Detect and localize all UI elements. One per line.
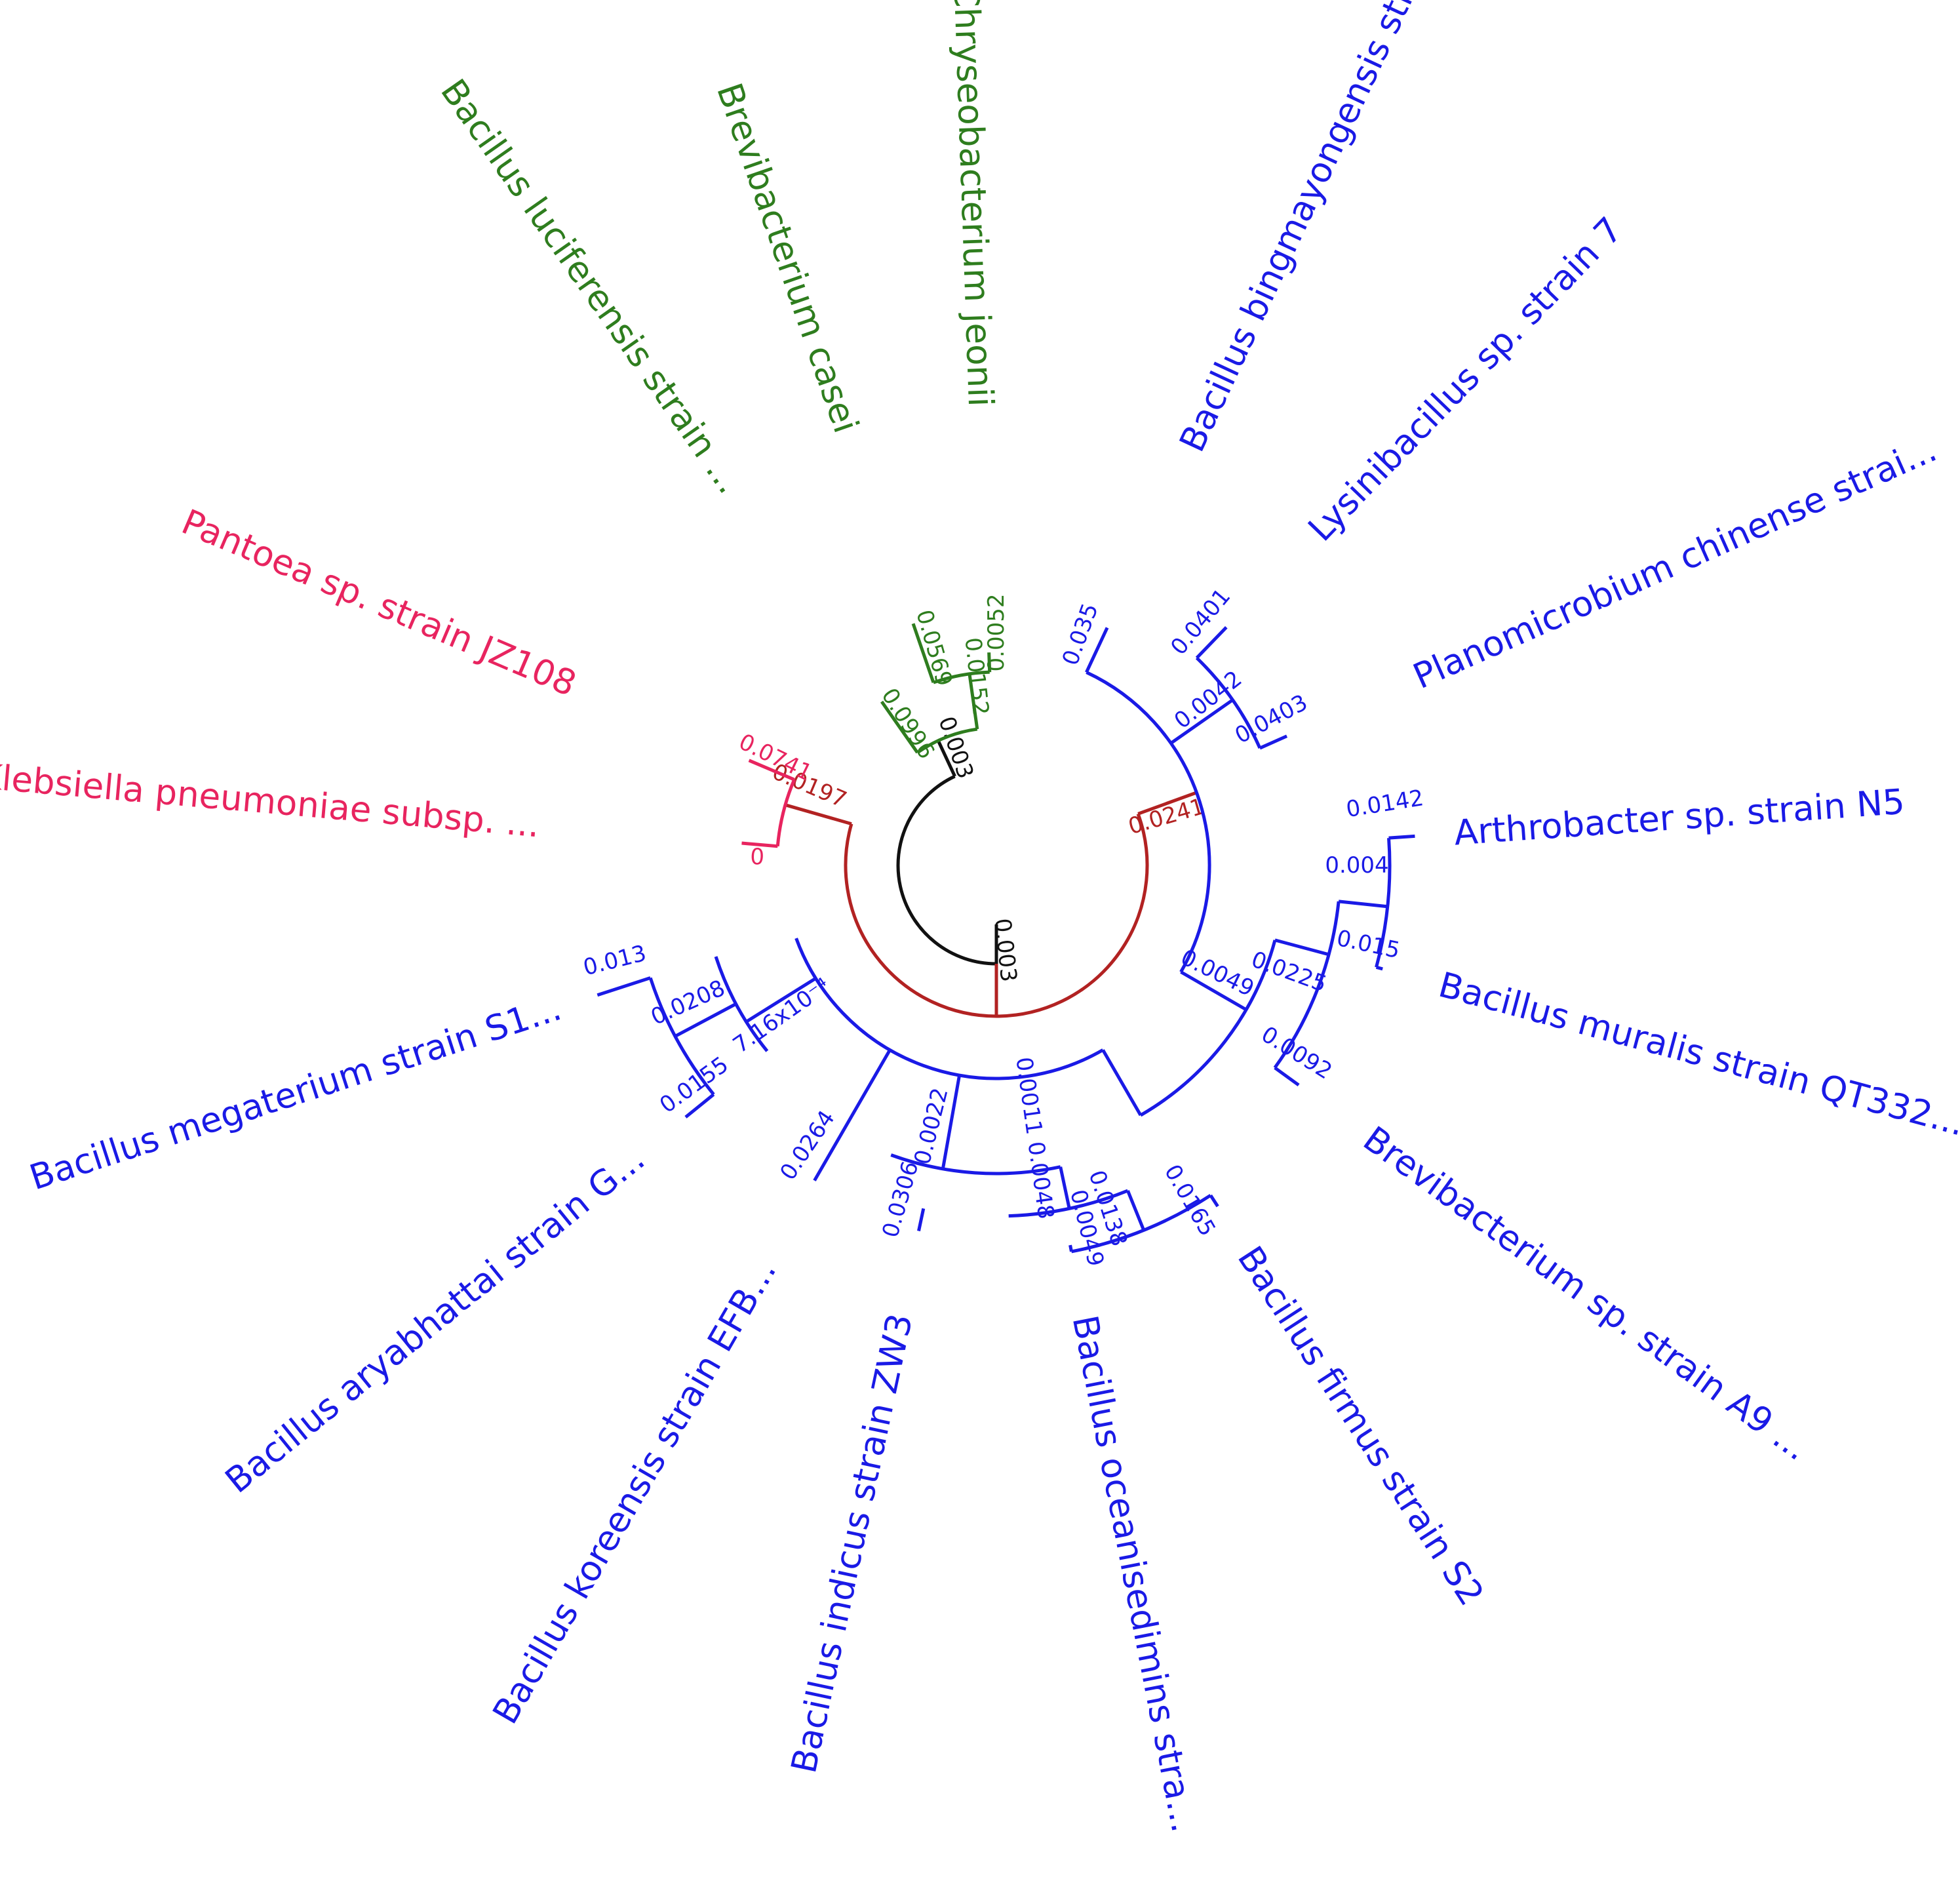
leaf-label: Pantoea sp. strain JZ108	[176, 502, 581, 705]
case-jeon-arc	[933, 670, 990, 684]
green-node-arc	[916, 727, 978, 755]
blue-lower-arc	[794, 938, 1104, 1080]
leaf-label: Bacillus bingmayongensis stra...	[1172, 0, 1446, 458]
branch-length-label: 0.0306	[877, 1158, 924, 1240]
mega-group-stem	[745, 977, 817, 1023]
pink-node-stem	[785, 803, 852, 826]
leaf-label: Bacillus firmus strain S2	[1230, 1239, 1491, 1612]
mega-group-arc	[714, 956, 769, 1052]
ocean-firm-node-arc	[1071, 1194, 1212, 1254]
branch-length-label: 0.0052	[983, 594, 1009, 672]
pink-node-arc	[775, 779, 796, 847]
blue-upper-arc	[1086, 671, 1211, 973]
casei-branch	[911, 623, 935, 683]
ind-stem	[941, 1075, 962, 1170]
luciferensis-branch	[880, 700, 919, 754]
branch-length-label: 0.003	[989, 917, 1022, 983]
firmus-branch	[1209, 1194, 1219, 1208]
green-stem	[936, 740, 956, 778]
red-arc-left	[844, 823, 997, 1018]
indicus-branch	[917, 1208, 926, 1232]
muralis-branch	[1375, 965, 1383, 971]
case-jeon-stem	[968, 673, 979, 730]
arthrobacter-branch	[1388, 834, 1415, 840]
leaf-label: Bacillus indicus strain ZW3	[784, 1310, 920, 1776]
branch-length-label: 0.0569	[911, 607, 957, 689]
branch-length-label: 0.0048	[1022, 1140, 1059, 1221]
leaf-label: Bacillus muralis strain QT332...	[1434, 965, 1960, 1144]
mega-arya-stem	[674, 1002, 737, 1038]
ocean-firm-arc	[1008, 1189, 1129, 1218]
bingmayongensis-branch	[1085, 627, 1109, 673]
leaf-label: Arthrobacter sp. strain N5	[1453, 782, 1906, 854]
arth-mur-stem	[1338, 900, 1388, 909]
leaf-label: Bacillus aryabhattai strain G...	[218, 1139, 652, 1501]
lys-plano-arc	[1195, 656, 1262, 749]
root-arc	[896, 774, 997, 966]
branch-length-label: 0.004	[1325, 852, 1388, 879]
leaf-label: Brevibacterium sp. strain A9 ...	[1356, 1119, 1816, 1469]
leaf-label: Chryseobacterium jeonii	[946, 0, 1001, 407]
branch-length-label: 0.0241	[1126, 793, 1207, 840]
arth-mur-arc	[1375, 837, 1392, 968]
branch-length-label: 0	[750, 844, 765, 871]
leaf-label: Bacillus megaterium strain S1...	[25, 988, 566, 1198]
ofi-arc	[890, 1153, 1061, 1176]
branch-length-label: 0.0264	[775, 1105, 840, 1185]
leaf-label: Brevibacterium casei	[709, 78, 866, 438]
leaf-label: Lysinibacillus sp. strain 7	[1301, 210, 1630, 549]
leaf-label: Bacillus luciferensis strain ...	[433, 72, 749, 501]
blue-upper-stem	[1137, 791, 1198, 816]
ofi-stem	[1059, 1166, 1071, 1209]
branch-length-label: 0.0401	[1166, 584, 1236, 660]
klebsiella-branch	[741, 841, 778, 848]
lysinibacillus-branch	[1195, 625, 1228, 660]
red-arc-right	[996, 813, 1149, 1018]
branch-length-label: 0.013	[581, 940, 649, 981]
leaf-label: Klebsiella pneumoniae subsp. ...	[0, 757, 541, 846]
amb-stem	[1274, 938, 1329, 957]
jeonii-branch	[987, 652, 992, 673]
branch-length-label: 0.015	[1335, 925, 1403, 964]
aryabhattai-branch	[684, 1093, 715, 1118]
branch-length-label: 0.0165	[1159, 1160, 1221, 1240]
mega-arya-arc	[648, 977, 715, 1096]
branch-length-label: 0.0142	[1344, 785, 1426, 823]
megaterium-branch	[597, 976, 651, 997]
branch-length-label: 0.035	[1057, 600, 1104, 669]
blue-mid-stem	[1180, 970, 1247, 1012]
pantoea-branch	[748, 759, 795, 782]
branch-length-label: 0.0403	[1230, 689, 1312, 749]
amb-arc	[1273, 901, 1341, 1069]
leaf-label: Bacillus koreensis strain EFB...	[485, 1253, 784, 1731]
branch-length-label: 0.0011	[1010, 1056, 1047, 1136]
leaf-label: Bacillus oceanisedimins stra...	[1065, 1312, 1204, 1835]
ocean-firm-stem	[1126, 1190, 1146, 1231]
lys-plano-stem	[1169, 698, 1234, 745]
blue-lower-link	[1101, 1049, 1143, 1117]
planomicrobium-branch	[1259, 734, 1288, 750]
blue-mid-arc	[1139, 940, 1277, 1117]
oceanisedimins-branch	[1068, 1244, 1073, 1252]
branch-length-label: 0.0996	[876, 684, 939, 764]
brevi-a9-branch	[1274, 1066, 1300, 1087]
koreensis-branch	[813, 1049, 892, 1181]
leaf-label: Planomicrobium chinense strai...	[1407, 429, 1942, 697]
